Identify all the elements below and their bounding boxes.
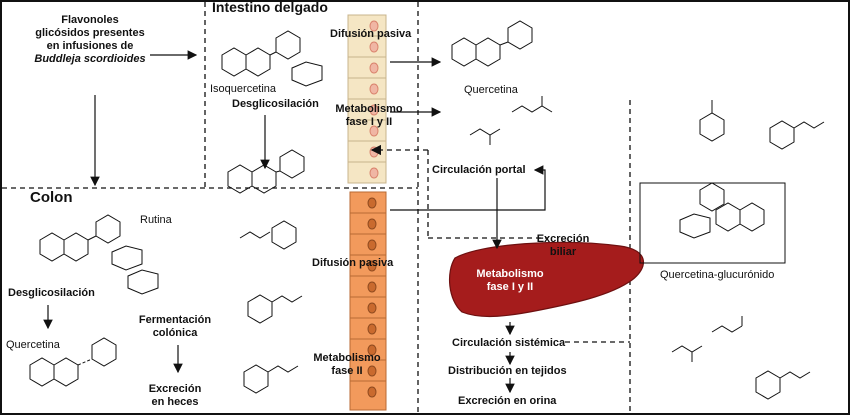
- intestine-metab-line-2: fase I y II: [345, 116, 393, 128]
- rutina-label: Rutina: [140, 214, 172, 226]
- colon-metab-line-2: fase II: [331, 365, 363, 377]
- intestine-desglicosilacion-label: Desglicosilación: [232, 98, 319, 110]
- colon-cells: [349, 191, 387, 411]
- quercetina-top-label: Quercetina: [464, 84, 518, 96]
- molecule-quercetina-colon: [29, 337, 117, 387]
- liver-metab-line-2: fase I y II: [486, 281, 534, 293]
- small-intestine-cells: [347, 14, 387, 184]
- molecule-propionate: [469, 128, 501, 145]
- intestine-title: Intestino delgado: [212, 0, 328, 15]
- intestine-difusion-label: Difusión pasiva: [330, 28, 412, 40]
- molecule-hydroxyphenylpropionic-right: [755, 370, 811, 400]
- excrecion-orina-label: Excreción en orina: [458, 395, 557, 407]
- intro-line-1: Flavonoles: [61, 14, 119, 26]
- colon-difusion-label: Difusión pasiva: [312, 257, 394, 269]
- fermentacion-line-1: Fermentación: [138, 314, 212, 326]
- colon-title: Colon: [30, 189, 73, 206]
- excrecion-heces-line-2: en heces: [151, 396, 199, 408]
- molecule-butyrate-right: [711, 316, 743, 333]
- intestine-metab-line-1: Metabolismo: [335, 103, 403, 115]
- distribucion-label: Distribución en tejidos: [448, 365, 567, 377]
- colon-metab-line-1: Metabolismo: [313, 352, 381, 364]
- molecule-rutina: [39, 214, 159, 295]
- molecule-propionate-right: [671, 345, 703, 362]
- intro-line-3: en infusiones de: [46, 40, 134, 52]
- colon-desglicosilacion-label: Desglicosilación: [8, 287, 95, 299]
- molecule-isoquercetina: [221, 30, 323, 87]
- molecule-dihydroxyphenylpropionic-right: [769, 120, 825, 150]
- molecule-quercetina-top: [451, 20, 533, 67]
- glucuronide-box: [639, 182, 786, 264]
- excrecion-heces-line-1: Excreción: [148, 383, 202, 395]
- intro-line-4: Buddleja scordioides: [34, 53, 146, 65]
- fermentacion-line-2: colónica: [152, 327, 198, 339]
- excrecion-biliar-line-2: biliar: [549, 246, 577, 258]
- glucuronide-label: Quercetina-glucurónido: [660, 269, 775, 281]
- molecule-butyrate: [511, 96, 553, 113]
- molecule-phenylacetic: [239, 220, 297, 250]
- colon-quercetina-label: Quercetina: [6, 339, 60, 351]
- intro-line-2: glicósidos presentes: [35, 27, 145, 39]
- liver-shape: [448, 241, 645, 318]
- molecule-protocatechuic: [699, 100, 725, 142]
- liver-metab-line-1: Metabolismo: [476, 268, 544, 280]
- circulacion-portal-label: Circulación portal: [432, 164, 526, 176]
- flow-arrows: [43, 50, 546, 394]
- isoquercetina-label: Isoquercetina: [210, 83, 277, 95]
- molecule-glucuronide: [679, 182, 765, 239]
- molecule-dihydroxyphenylpropionic: [247, 294, 303, 324]
- circulacion-sistemica-label: Circulación sistémica: [452, 337, 566, 349]
- excrecion-biliar-line-1: Excreción: [536, 233, 590, 245]
- molecule-hydroxyphenylpropionic: [243, 364, 299, 394]
- molecule-quercetina-middle: [227, 149, 305, 194]
